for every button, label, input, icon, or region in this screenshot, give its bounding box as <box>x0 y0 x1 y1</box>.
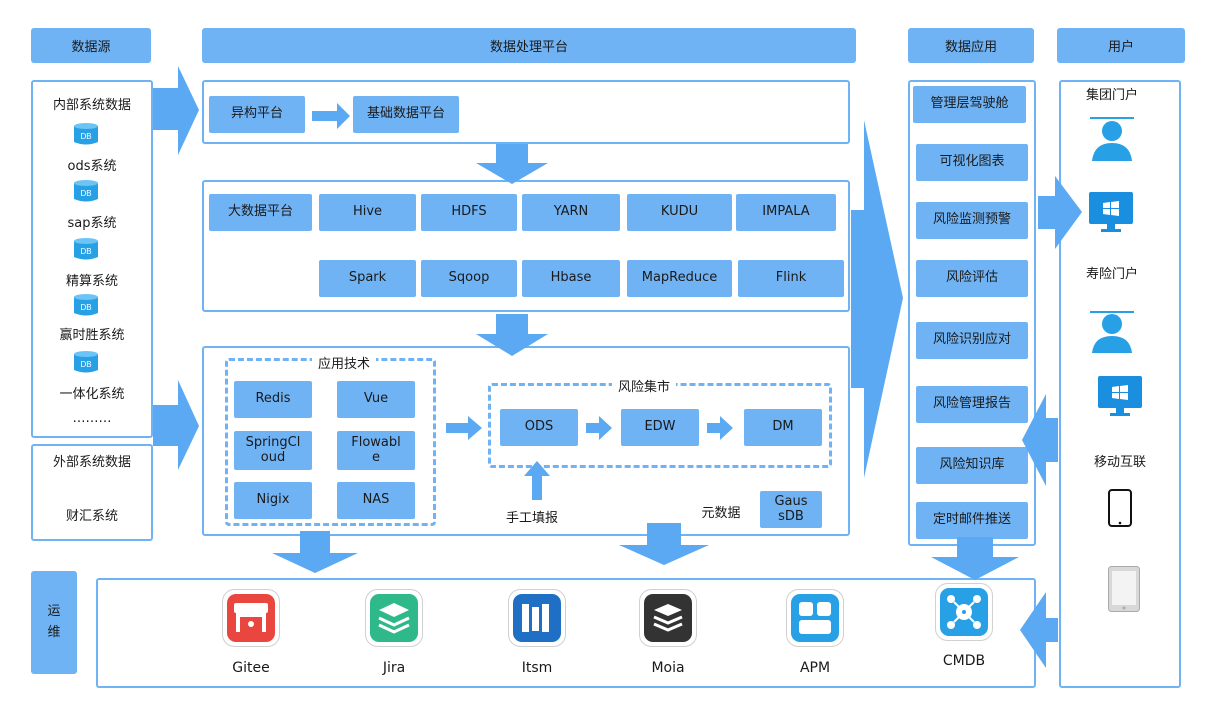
ops-moia-label: Moia <box>651 660 685 676</box>
tech-nigix: Nigix <box>234 482 312 519</box>
source-item-caihui: 财汇系统 <box>65 509 118 524</box>
header-data-source: 数据源 <box>31 28 151 63</box>
risk-mart-title: 风险集市 <box>612 376 676 395</box>
database-icon: DB <box>74 294 98 316</box>
mart-dm: DM <box>744 409 822 446</box>
user-life-portal: 寿险门户 <box>1085 267 1138 282</box>
tech-redis: Redis <box>234 381 312 418</box>
bigdata-sqoop: Sqoop <box>421 260 517 297</box>
database-icon-label: DB <box>80 360 91 369</box>
app-visual-charts: 可视化图表 <box>916 144 1028 181</box>
source-item-ods: ods系统 <box>67 159 117 174</box>
platform-row1-panel <box>202 80 850 144</box>
user-mobile: 移动互联 <box>1093 455 1146 470</box>
bigdata-flink: Flink <box>738 260 844 297</box>
user-group-portal: 集团门户 <box>1085 88 1138 103</box>
database-icon-label: DB <box>80 132 91 141</box>
database-icon: DB <box>74 238 98 260</box>
windows-monitor-icon <box>1098 376 1142 416</box>
source-item-yss: 赢时胜系统 <box>59 328 125 343</box>
arrow-right-icon <box>153 380 199 470</box>
arrow-right-icon <box>153 66 199 155</box>
header-ops: 运 维 <box>31 571 77 674</box>
apm-icon <box>786 589 844 647</box>
database-icon: DB <box>74 180 98 202</box>
ops-apm-label: APM <box>799 660 831 676</box>
tech-vue: Vue <box>337 381 415 418</box>
tech-nas: NAS <box>337 482 415 519</box>
arrow-down-icon <box>272 531 358 573</box>
source-item-sap: sap系统 <box>67 216 117 231</box>
bigdata-hive: Hive <box>319 194 416 231</box>
user-icon <box>1090 311 1134 353</box>
app-risk-monitor: 风险监测预警 <box>916 202 1028 239</box>
ops-gitee-label: Gitee <box>232 660 270 676</box>
manual-entry-label: 手工填报 <box>505 511 558 526</box>
database-icon-label: DB <box>80 189 91 198</box>
ops-jira-label: Jira <box>382 660 406 676</box>
itsm-icon <box>508 589 566 647</box>
ops-itsm-label: Itsm <box>521 660 553 676</box>
bigdata-hdfs: HDFS <box>421 194 517 231</box>
tech-springcloud: SpringCl oud <box>234 431 312 470</box>
bigdata-yarn: YARN <box>522 194 620 231</box>
app-email-push: 定时邮件推送 <box>916 502 1028 539</box>
ops-cmdb-label: CMDB <box>942 653 986 669</box>
apptech-title: 应用技术 <box>312 353 376 372</box>
app-risk-identify: 风险识别应对 <box>916 322 1028 359</box>
external-sources-title: 外部系统数据 <box>52 455 131 470</box>
bigdata-platform: 大数据平台 <box>209 194 312 231</box>
arrow-down-icon <box>476 144 548 184</box>
metadata-label: 元数据 <box>701 506 741 521</box>
bigdata-mapreduce: MapReduce <box>627 260 732 297</box>
mart-edw: EDW <box>621 409 699 446</box>
arrow-right-icon <box>851 120 903 478</box>
app-risk-report: 风险管理报告 <box>916 386 1028 423</box>
phone-icon <box>1108 489 1132 527</box>
header-processing: 数据处理平台 <box>202 28 856 63</box>
source-ellipsis: ……… <box>72 411 112 426</box>
database-icon: DB <box>74 123 98 145</box>
base-data-platform: 基础数据平台 <box>353 96 459 133</box>
app-dashboard: 管理层驾驶舱 <box>913 86 1026 123</box>
source-item-actuarial: 精算系统 <box>65 274 118 289</box>
source-item-integration: 一体化系统 <box>59 387 125 402</box>
hetero-platform: 异构平台 <box>209 96 305 133</box>
internal-sources-title: 内部系统数据 <box>52 98 131 113</box>
bigdata-kudu: KUDU <box>627 194 732 231</box>
gitee-icon <box>222 589 280 647</box>
header-application: 数据应用 <box>908 28 1034 63</box>
gaussdb: Gaus sDB <box>760 491 822 528</box>
app-knowledge-base: 风险知识库 <box>916 447 1028 484</box>
database-icon-label: DB <box>80 247 91 256</box>
cmdb-icon <box>935 583 993 641</box>
jira-icon <box>365 589 423 647</box>
header-user: 用户 <box>1057 28 1185 63</box>
database-icon-label: DB <box>80 303 91 312</box>
bigdata-spark: Spark <box>319 260 416 297</box>
user-icon <box>1090 117 1134 161</box>
bigdata-hbase: Hbase <box>522 260 620 297</box>
database-icon: DB <box>74 351 98 373</box>
windows-monitor-icon <box>1089 192 1133 232</box>
app-risk-assess: 风险评估 <box>916 260 1028 297</box>
mart-ods: ODS <box>500 409 578 446</box>
bigdata-impala: IMPALA <box>736 194 836 231</box>
external-sources-panel <box>31 444 153 541</box>
tablet-icon <box>1108 566 1140 612</box>
tech-flowable: Flowabl e <box>337 431 415 470</box>
moia-icon <box>639 589 697 647</box>
